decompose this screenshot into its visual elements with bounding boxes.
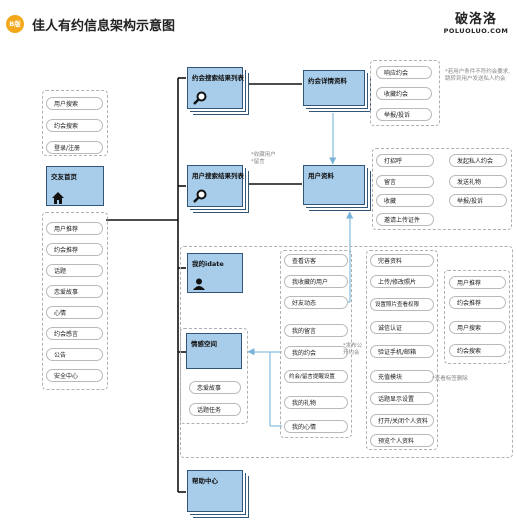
user-profile-node[interactable]: 用户资料 <box>303 165 365 205</box>
home-label: 交友首页 <box>51 173 77 181</box>
idate-my-messages[interactable]: 我的留言 <box>284 324 348 337</box>
home-icon <box>52 192 64 204</box>
emotion-space-group <box>180 328 248 424</box>
idate-recharge[interactable]: 充值模块 <box>370 370 434 383</box>
idate-integrity-cert[interactable]: 诚信认证 <box>370 321 434 334</box>
left-login-register[interactable]: 登录/注册 <box>46 141 103 154</box>
left-security-center[interactable]: 安全中心 <box>46 369 103 382</box>
idate-my-collected-users[interactable]: 我收藏的用户 <box>284 275 348 288</box>
idate-my-mood[interactable]: 我的心情 <box>284 420 348 433</box>
date-detail-actions-group <box>370 60 440 126</box>
idate-col1-group <box>280 250 352 438</box>
idate-photo-permissions[interactable]: 设置照片查看权限 <box>370 298 434 311</box>
left-mood[interactable]: 心情 <box>46 306 103 319</box>
send-gift-button[interactable]: 发送礼物 <box>449 175 507 188</box>
idate-friend-activity[interactable]: 好友动态 <box>284 296 348 309</box>
help-center-label: 帮助中心 <box>192 477 218 485</box>
left-date-thoughts[interactable]: 约会感言 <box>46 327 103 340</box>
page-title: 佳人有约信息架构示意图 <box>32 19 176 34</box>
date-detail-note: *若用户条件不符约会要求, 跳转到用户发送私人约会 <box>445 69 510 82</box>
idate-col3-group <box>444 270 510 364</box>
idate-user-recommend[interactable]: 用户推荐 <box>449 276 506 289</box>
left-user-recommend[interactable]: 用户推荐 <box>46 222 103 235</box>
idate-view-visitors[interactable]: 查看访客 <box>284 254 348 267</box>
idate-date-recommend[interactable]: 约会推荐 <box>449 296 506 309</box>
user-profile-label: 用户资料 <box>308 172 334 180</box>
emotion-space-node[interactable]: 情感空间 <box>186 333 242 369</box>
idate-upload-photos[interactable]: 上传/修改照片 <box>370 275 434 288</box>
search-icon <box>193 189 207 203</box>
left-topic[interactable]: 话题 <box>46 264 103 277</box>
collect-date-button[interactable]: 收藏约会 <box>376 87 432 100</box>
idate-verify-phone-email[interactable]: 验证手机/邮箱 <box>370 345 434 358</box>
tags-note: *查看标签删除 <box>432 376 468 382</box>
idate-preview-profile[interactable]: 预览个人资料 <box>370 434 434 447</box>
brand-logo: 破洛洛 POLUOLUO.COM <box>443 8 509 35</box>
start-private-date-button[interactable]: 发起私人约会 <box>449 154 507 167</box>
brand-name: 破洛洛 <box>454 12 497 27</box>
version-badge: B版 <box>6 15 24 33</box>
invite-upload-id-button[interactable]: 邀请上传证件 <box>376 213 434 226</box>
respond-date-button[interactable]: 响应约会 <box>376 66 432 79</box>
user-search-results-node[interactable]: 用户搜索结果列表 <box>187 165 244 207</box>
idate-col2-group <box>366 250 438 450</box>
idate-user-search[interactable]: 用户搜索 <box>449 321 506 334</box>
idate-reminder-settings[interactable]: 约会/留言提醒设置 <box>284 370 348 383</box>
left-date-search[interactable]: 约会搜索 <box>46 119 103 132</box>
profile-actions-group <box>372 148 512 230</box>
date-search-results-label: 约会搜索结果列表 <box>192 74 244 82</box>
my-idate-node[interactable]: 我的idate <box>187 253 243 293</box>
user-icon <box>193 278 205 290</box>
left-user-search[interactable]: 用户搜索 <box>46 97 103 110</box>
idate-toggle-profile[interactable]: 打开/关闭个人资料 <box>370 414 434 427</box>
leave-message-button[interactable]: 留言 <box>376 175 434 188</box>
idate-my-gifts[interactable]: 我的礼物 <box>284 396 348 409</box>
emotion-space-label: 情感空间 <box>191 340 217 348</box>
idate-date-search[interactable]: 约会搜索 <box>449 344 506 357</box>
left-love-story[interactable]: 恋爱故事 <box>46 285 103 298</box>
idate-topic-display-settings[interactable]: 话题显示设置 <box>370 392 434 405</box>
idate-my-dates[interactable]: 我的约会 <box>284 346 348 359</box>
report-user-button[interactable]: 举报/投诉 <box>449 194 507 207</box>
left-top-group <box>42 90 108 156</box>
date-detail-label: 约会详情资料 <box>308 77 347 85</box>
date-search-results-node[interactable]: 约会搜索结果列表 <box>187 67 244 109</box>
brand-url: POLUOLUO.COM <box>443 27 509 35</box>
left-date-recommend[interactable]: 约会推荐 <box>46 243 103 256</box>
idate-complete-profile[interactable]: 完善资料 <box>370 254 434 267</box>
collect-user-button[interactable]: 收藏 <box>376 194 434 207</box>
left-announcement[interactable]: 公告 <box>46 348 103 361</box>
collect-user-note: *收藏用户 *留言 <box>251 152 276 165</box>
publish-date-note: *发布公 开约会 <box>343 343 363 356</box>
say-hello-button[interactable]: 打招呼 <box>376 154 434 167</box>
search-icon <box>193 91 207 105</box>
report-date-button[interactable]: 举报/投诉 <box>376 108 432 121</box>
my-idate-label: 我的idate <box>192 260 224 268</box>
emotion-love-story[interactable]: 恋爱故事 <box>189 381 241 394</box>
help-center-node[interactable]: 帮助中心 <box>187 470 243 512</box>
emotion-topic-task[interactable]: 话题任务 <box>189 403 241 416</box>
home-node[interactable]: 交友首页 <box>46 166 104 206</box>
date-detail-node[interactable]: 约会详情资料 <box>303 70 365 106</box>
user-search-results-label: 用户搜索结果列表 <box>192 172 244 180</box>
left-bottom-group <box>42 212 108 390</box>
